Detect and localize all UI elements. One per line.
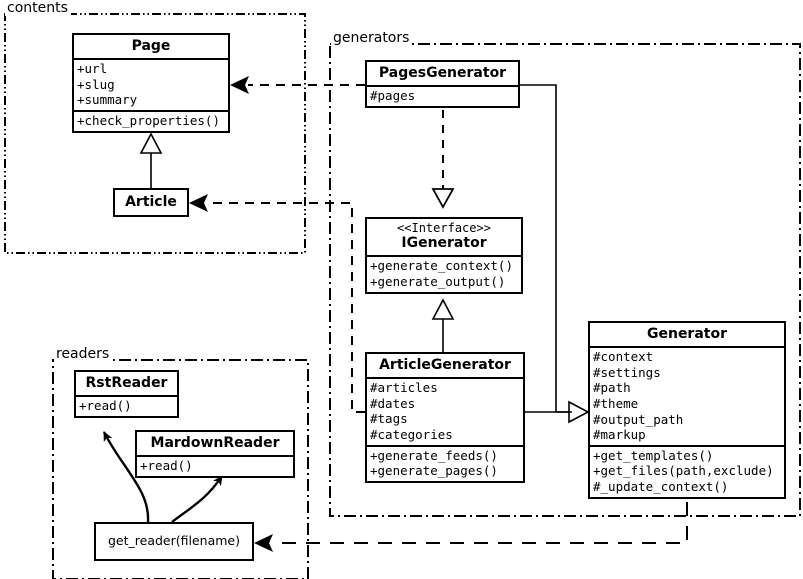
class-attributes-article-generator: #articles #dates #tags #categories [367, 377, 523, 445]
class-attributes-page: +url +slug +summary [74, 58, 228, 110]
class-name-igenerator: IGenerator [401, 235, 487, 252]
operation-get-files: +get_files(path,exclude) [593, 463, 774, 479]
class-name-page: Page [131, 38, 171, 54]
attribute-path: #path [593, 380, 631, 396]
class-box-article[interactable]: Article [113, 188, 189, 218]
relation-pagesgenerator-depends-page [230, 76, 365, 94]
relation-article-generalizes-page [139, 132, 163, 188]
class-attributes-generator: #context #settings #path #theme #output_… [590, 346, 784, 445]
attribute-url: +url [77, 61, 108, 77]
operation-read: +read() [79, 398, 132, 414]
relation-articlegenerator-depends-article [189, 194, 365, 413]
class-box-igenerator[interactable]: <<Interface>> IGenerator +generate_conte… [365, 217, 523, 294]
relation-getreader-creates-mardownreader [171, 475, 223, 523]
operation-generate-feeds: +generate_feeds() [370, 447, 498, 463]
class-operations-article-generator: +generate_feeds() +generate_pages() [367, 444, 523, 481]
attribute-tags: #tags [370, 411, 408, 427]
operation-generate-pages: +generate_pages() [370, 463, 498, 479]
attribute-summary: +summary [77, 92, 138, 108]
class-operations-igenerator: +generate_context() +generate_output() [367, 255, 521, 291]
class-operations-page: +check_properties() [74, 109, 228, 131]
class-box-page[interactable]: Page +url +slug +summary +check_properti… [72, 33, 230, 133]
package-boundary-generators [329, 43, 801, 517]
class-box-pages-generator[interactable]: PagesGenerator #pages [365, 60, 520, 108]
class-box-mardown-reader[interactable]: MardownReader +read() [135, 430, 295, 478]
attribute-theme: #theme [593, 395, 639, 411]
class-box-article-generator[interactable]: ArticleGenerator #articles #dates #tags … [365, 352, 525, 483]
class-box-generator[interactable]: Generator #context #settings #path #them… [588, 321, 786, 499]
operation-generate-output: +generate_output() [370, 273, 506, 289]
relation-articlegenerator-generalizes-igenerator [431, 298, 455, 352]
class-name-pages-generator: PagesGenerator [378, 65, 507, 81]
attribute-markup: #markup [593, 427, 646, 443]
class-name-article: Article [125, 194, 177, 210]
relation-generator-depends-getreader [254, 502, 688, 552]
attribute-pages: #pages [370, 88, 416, 104]
attribute-context: #context [593, 349, 654, 365]
attribute-categories: #categories [370, 426, 453, 442]
class-name-mardown-reader: MardownReader [150, 435, 280, 451]
package-boundary-readers [52, 359, 309, 579]
attribute-settings: #settings [593, 364, 661, 380]
package-label-readers: readers [54, 346, 113, 362]
relation-getreader-creates-rstreader [102, 431, 150, 523]
function-box-get-reader[interactable]: get_reader(filename) [94, 522, 254, 561]
relation-pagesgenerator-generalizes-generator [520, 84, 590, 424]
class-box-rst-reader[interactable]: RstReader +read() [74, 370, 179, 418]
class-name-generator: Generator [646, 326, 727, 342]
class-name-article-generator: ArticleGenerator [379, 357, 511, 373]
package-boundary-contents [4, 13, 306, 254]
class-operations-generator: +get_templates() +get_files(path,exclude… [590, 444, 784, 497]
class-operations-mardown-reader: +read() [137, 455, 293, 476]
function-name-get-reader: get_reader(filename) [108, 532, 240, 548]
relation-pagesgenerator-realizes-igenerator [431, 110, 455, 209]
operation-get-templates: +get_templates() [593, 447, 714, 463]
operation-update-context: #_update_context() [593, 479, 729, 495]
operation-read: +read() [140, 458, 193, 474]
attribute-articles: #articles [370, 380, 438, 396]
operation-generate-context: +generate_context() [370, 258, 513, 274]
attribute-output-path: #output_path [593, 411, 684, 427]
class-operations-rst-reader: +read() [76, 395, 177, 416]
package-label-generators: generators [331, 30, 413, 46]
operation-check-properties: +check_properties() [77, 112, 220, 128]
class-attributes-pages-generator: #pages [367, 85, 518, 106]
package-label-contents: contents [5, 0, 71, 16]
attribute-slug: +slug [77, 76, 115, 92]
class-name-rst-reader: RstReader [85, 375, 168, 391]
attribute-dates: #dates [370, 395, 416, 411]
class-stereotype-igenerator: <<Interface>> [397, 221, 491, 235]
